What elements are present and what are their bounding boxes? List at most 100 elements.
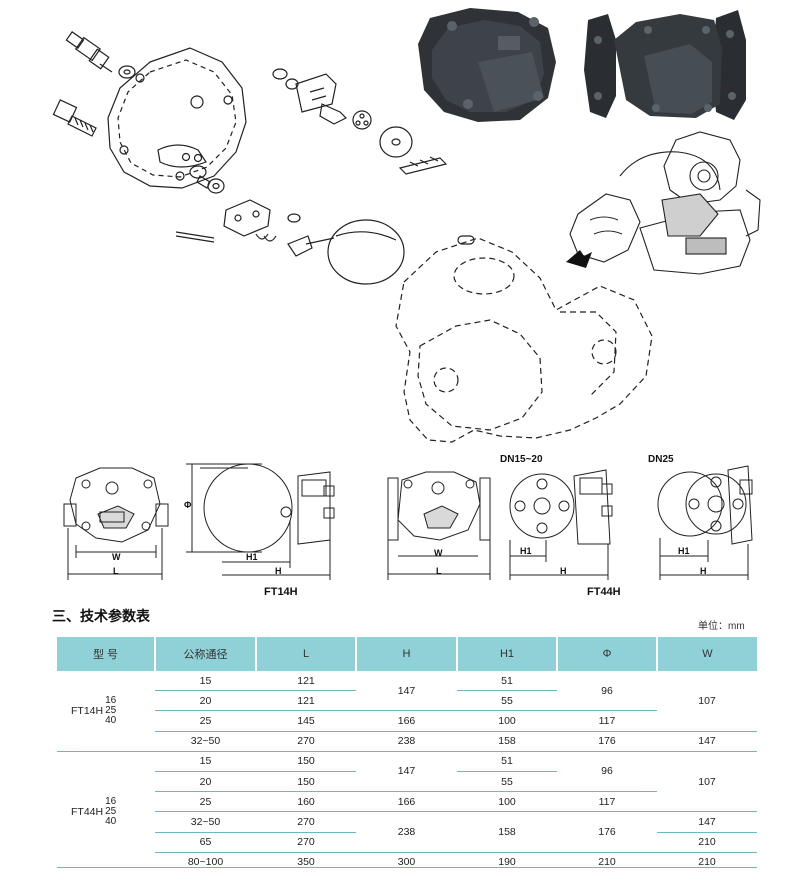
header-h1: H1 bbox=[456, 637, 557, 671]
dim-label-l-ft44h: L bbox=[436, 566, 442, 576]
valve-seat-part bbox=[189, 165, 225, 194]
cell-dn: 65 bbox=[155, 831, 256, 853]
cell-w: 147 bbox=[657, 811, 757, 832]
photo-ft44h bbox=[584, 10, 746, 120]
cell-h1: 51 bbox=[457, 750, 557, 772]
cell-l: 150 bbox=[256, 770, 356, 792]
cell-h: 300 bbox=[356, 851, 457, 872]
float-lever-part bbox=[175, 199, 405, 285]
cell-dn: 25 bbox=[155, 791, 256, 812]
header-model: 型 号 bbox=[57, 637, 155, 671]
cell-h1: 158 bbox=[457, 730, 557, 752]
cell-h: 166 bbox=[356, 710, 457, 732]
cell-h: 238 bbox=[356, 811, 457, 853]
table-row: 32~50 270 238 158 176 147 bbox=[57, 730, 757, 752]
cell-phi: 176 bbox=[557, 730, 657, 752]
pressure-item: 40 bbox=[105, 815, 117, 827]
cutaway-view bbox=[569, 131, 761, 275]
caption-dn15-20: DN15~20 bbox=[500, 454, 543, 465]
cell-dn: 15 bbox=[199, 674, 212, 687]
table-row: 80~100 350 300 190 210 210 bbox=[57, 851, 757, 872]
table-header-row: 型 号 公称通径 L H H1 Φ W bbox=[57, 637, 757, 671]
cell-dn: 15 bbox=[155, 750, 256, 772]
dim-label-l-ft14h: L bbox=[113, 566, 119, 576]
cell-w: 210 bbox=[657, 831, 757, 853]
caption-dn25: DN25 bbox=[648, 454, 674, 465]
header-l: L bbox=[255, 637, 356, 671]
cell-h: 238 bbox=[356, 730, 457, 752]
cell-w: 210 bbox=[657, 851, 757, 872]
cell-phi: 210 bbox=[557, 851, 657, 872]
cell-h: 166 bbox=[356, 791, 457, 812]
cell-dn: 25 bbox=[155, 710, 256, 732]
cell-h1: 158 bbox=[457, 811, 557, 853]
photo-ft14h bbox=[408, 0, 568, 125]
cell-dn: 32~50 bbox=[155, 730, 256, 752]
dim-label-h-dn15: H bbox=[560, 566, 567, 576]
trap-body-dashed bbox=[395, 237, 653, 443]
cell-l: 270 bbox=[256, 811, 356, 832]
ft44h-dn25-side-view bbox=[657, 465, 753, 580]
cell-l: 270 bbox=[256, 831, 356, 853]
cell-l: 160 bbox=[256, 791, 356, 812]
cell-w: 107 bbox=[698, 694, 716, 707]
ft44h-dn15-20-side-view bbox=[509, 469, 613, 580]
pressure-item: 16 bbox=[105, 694, 117, 706]
cell-phi: 96 bbox=[557, 750, 657, 792]
pressure-item: 25 bbox=[105, 704, 117, 716]
cell-h1: 55 bbox=[457, 690, 557, 711]
cell-l: 121 bbox=[256, 690, 356, 711]
cell-l: 145 bbox=[256, 710, 356, 732]
dim-label-h1-dn15: H1 bbox=[520, 546, 532, 556]
cell-phi: 117 bbox=[557, 710, 657, 732]
cell-l: 150 bbox=[256, 750, 356, 772]
plug-bolt-part bbox=[52, 99, 97, 137]
table-row: 32~50 270 238 158 176 147 bbox=[57, 811, 757, 853]
dim-label-h-dn25: H bbox=[700, 566, 707, 576]
table-bottom-rule bbox=[57, 867, 757, 868]
cell-h1: 100 bbox=[457, 710, 557, 732]
table-row: 20 121 55 bbox=[57, 690, 757, 711]
product-illustration bbox=[52, 0, 761, 580]
header-w: W bbox=[656, 637, 757, 671]
thermostatic-vent-part bbox=[65, 31, 136, 79]
section-title: 三、技术参数表 bbox=[52, 608, 150, 624]
unit-label: 单位：mm bbox=[698, 621, 745, 632]
cell-w: 147 bbox=[657, 730, 757, 752]
cell-dn: 20 bbox=[155, 770, 256, 792]
table-row: 20 150 55 bbox=[57, 770, 757, 792]
cell-l: 350 bbox=[256, 851, 356, 872]
header-h: H bbox=[355, 637, 457, 671]
table-row: 25 160 166 100 117 bbox=[57, 791, 757, 812]
dim-label-phi: Φ bbox=[184, 500, 192, 510]
cell-dn: 80~100 bbox=[155, 851, 256, 872]
pressure-item: 16 bbox=[105, 795, 117, 807]
pressure-item: 40 bbox=[105, 714, 117, 726]
cell-l: 270 bbox=[256, 730, 356, 752]
dim-label-h-ft14h: H bbox=[275, 566, 282, 576]
cell-h1: 55 bbox=[457, 770, 557, 792]
header-dn: 公称通径 bbox=[154, 637, 256, 671]
dim-label-h1-dn25: H1 bbox=[678, 546, 690, 556]
caption-ft14h: FT14H bbox=[264, 586, 298, 598]
cell-l: 121 bbox=[297, 674, 315, 687]
cell-phi: 96 bbox=[601, 684, 613, 697]
model-name: FT14H bbox=[71, 704, 104, 717]
cell-phi: 117 bbox=[557, 791, 657, 812]
cell-phi: 176 bbox=[557, 811, 657, 853]
float-bracket-part bbox=[272, 68, 448, 175]
dim-label-w-ft44h: W bbox=[434, 548, 443, 558]
cell-dn: 32~50 bbox=[155, 811, 256, 832]
model-name: FT44H bbox=[71, 805, 104, 818]
ft14h-front-view bbox=[63, 467, 169, 580]
cell-h1: 190 bbox=[457, 851, 557, 872]
table-row: 25 145 166 100 117 bbox=[57, 710, 757, 732]
pressure-item: 25 bbox=[105, 805, 117, 817]
cell-w: 107 bbox=[657, 750, 757, 812]
ft14h-side-view bbox=[186, 463, 335, 580]
